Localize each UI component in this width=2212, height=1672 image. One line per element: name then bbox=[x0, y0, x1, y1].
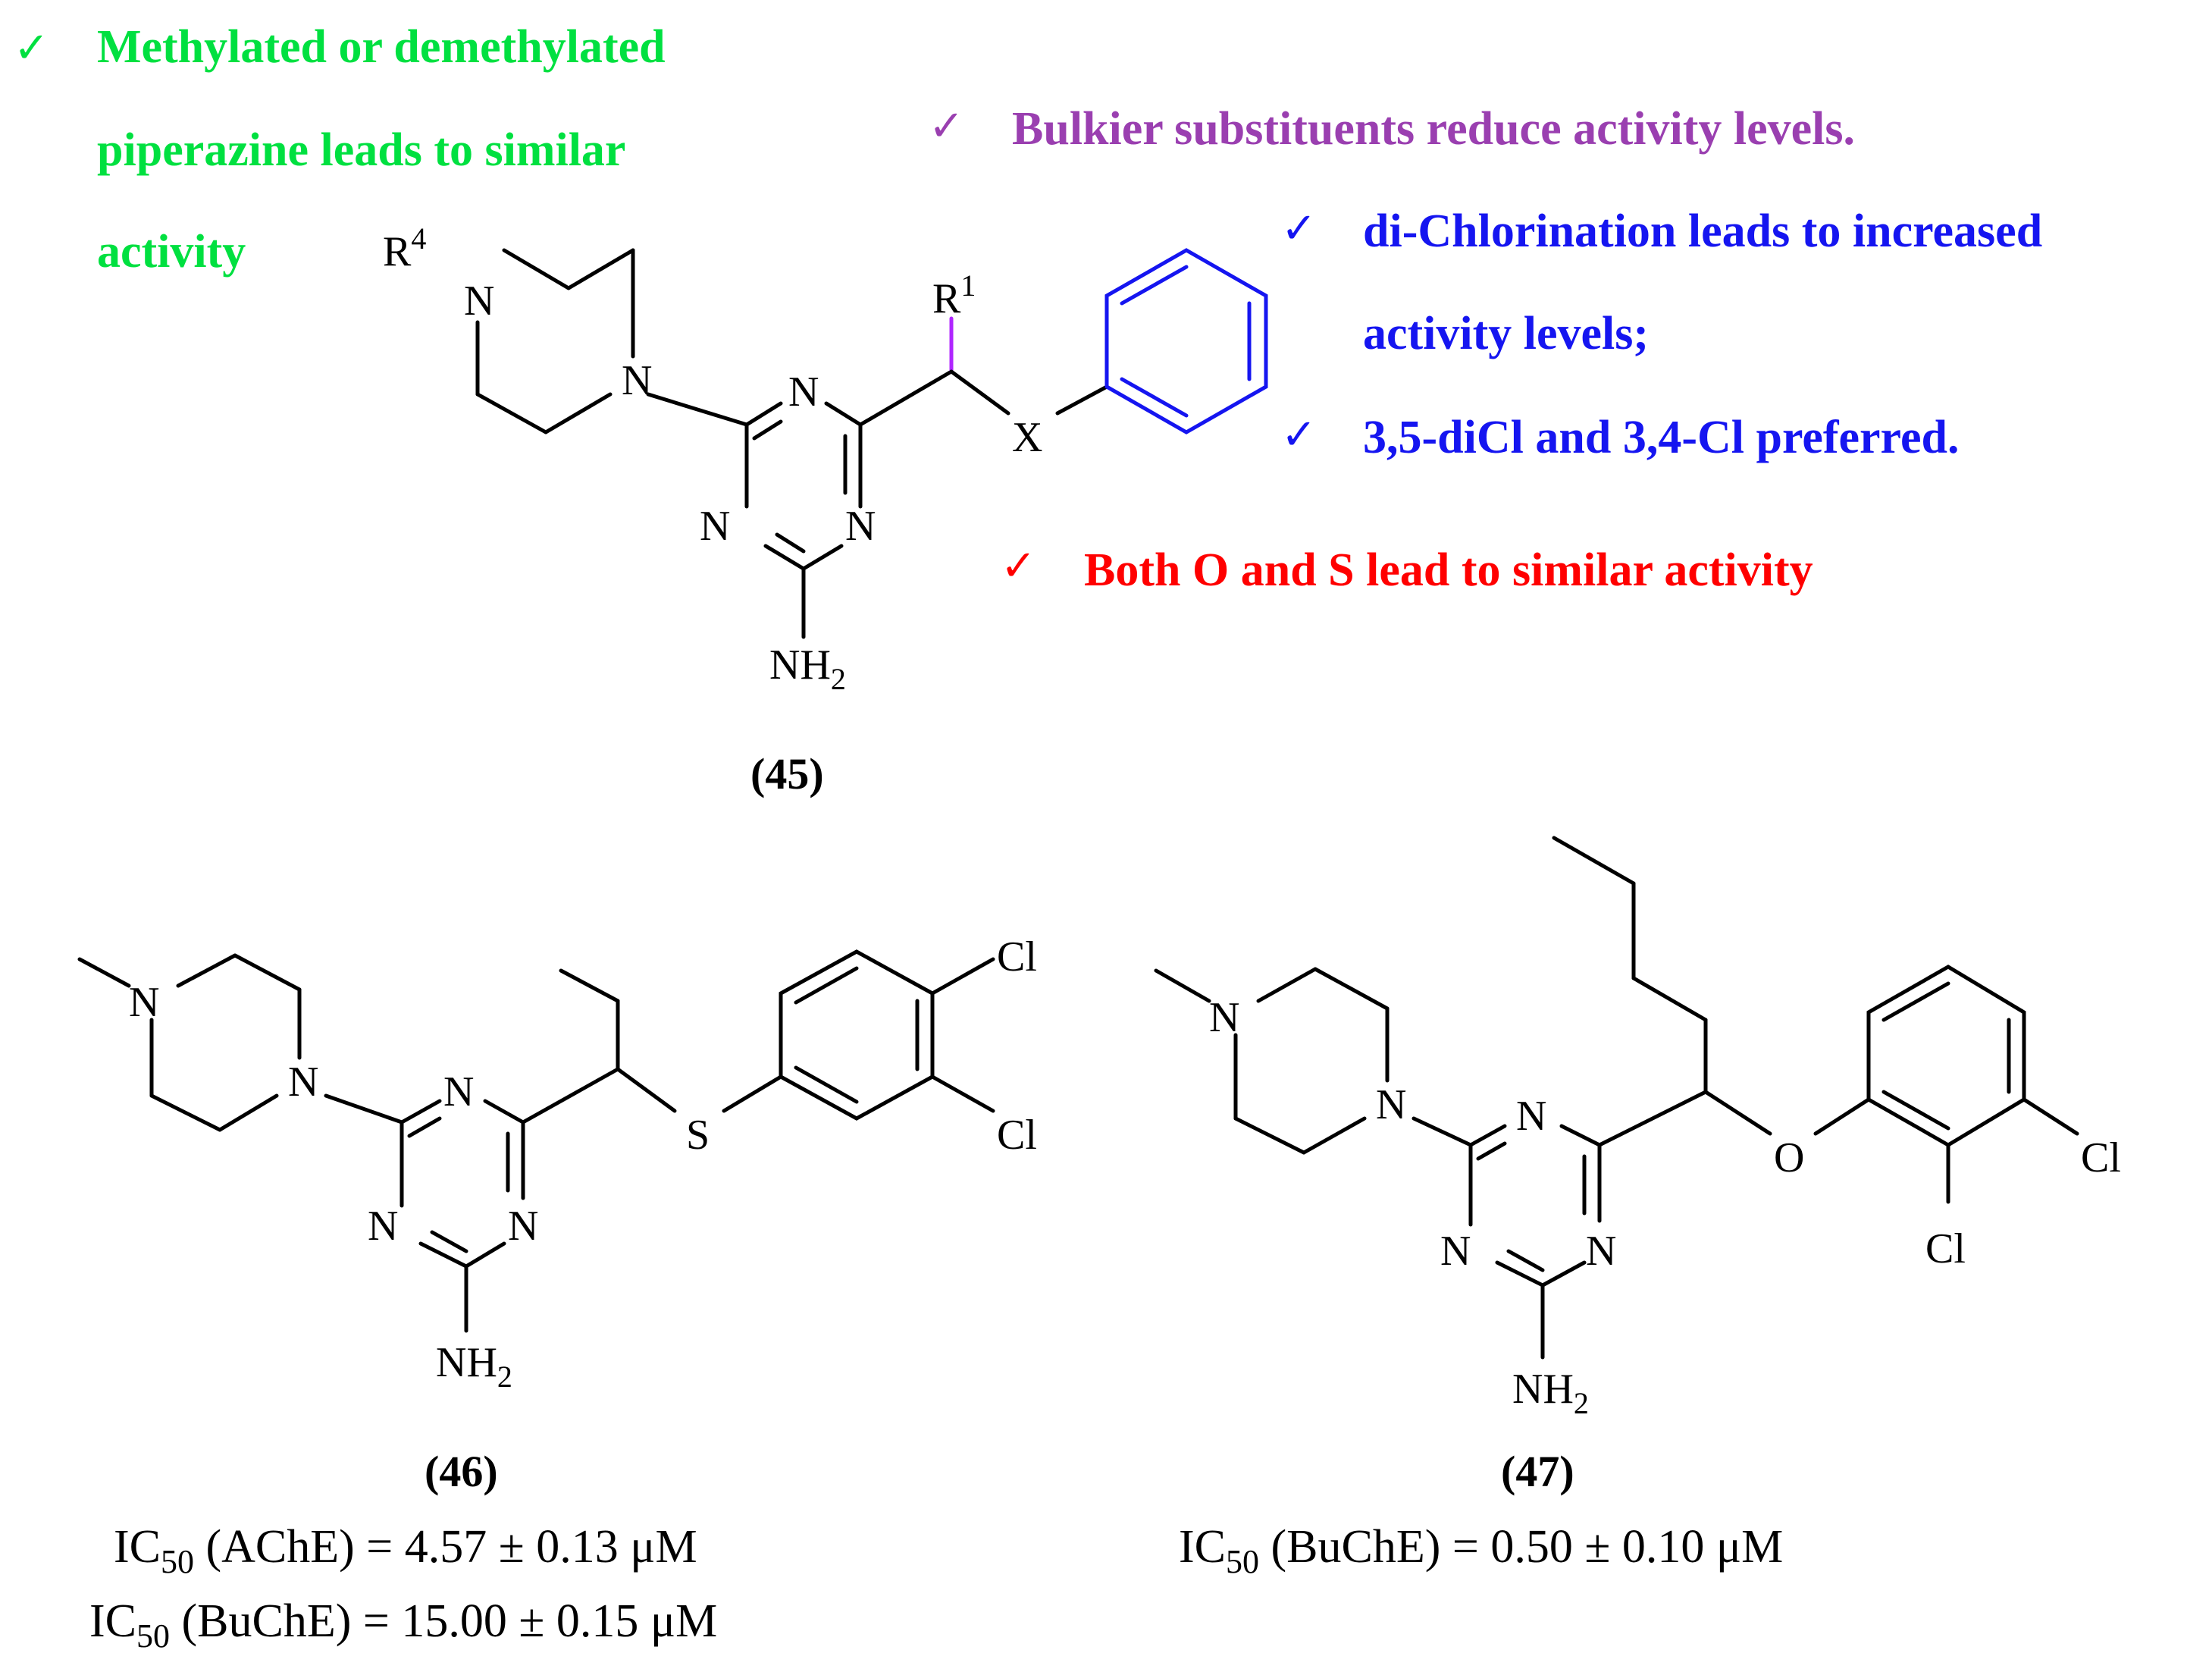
atom-n-methyl-47: N bbox=[1209, 994, 1239, 1041]
compound-label-46: (46) bbox=[425, 1447, 498, 1496]
atom-n-tri1-46: N bbox=[443, 1068, 474, 1115]
triazine-ring-46 bbox=[399, 1099, 525, 1333]
atom-n-tri2-45: N bbox=[700, 503, 730, 550]
note-red-o-s: ✓ Both O and S lead to similar activity bbox=[1001, 541, 1813, 596]
phenyl-ring-46 bbox=[779, 949, 935, 1121]
atom-n-tri3-45: N bbox=[845, 503, 876, 550]
check-mark-icon: ✓ bbox=[1281, 204, 1317, 253]
ic50-ache-46: IC50 (AChE) = 4.57 ± 0.13 μM bbox=[114, 1521, 697, 1580]
piperazine-ring-46 bbox=[149, 953, 302, 1132]
atom-n-tri1-47: N bbox=[1516, 1093, 1546, 1140]
check-mark-icon: ✓ bbox=[1281, 410, 1317, 460]
piperazine-ring-45 bbox=[475, 248, 635, 434]
atom-n-pip-47: N bbox=[1376, 1081, 1406, 1128]
ic50-buche-46: IC50 (BuChE) = 15.00 ± 0.15 μM bbox=[89, 1595, 717, 1655]
atom-n-tri3-47: N bbox=[1586, 1228, 1616, 1275]
atom-n-tri2-47: N bbox=[1440, 1228, 1471, 1275]
atom-n-methyl-46: N bbox=[129, 979, 159, 1026]
note-red-text: Both O and S lead to similar activity bbox=[1084, 544, 1813, 596]
phenyl-ring-47 bbox=[1866, 965, 2026, 1147]
atom-nh2-46: NH2 bbox=[436, 1339, 512, 1394]
atom-cl1-47: Cl bbox=[2081, 1134, 2121, 1181]
check-mark-icon: ✓ bbox=[14, 24, 49, 73]
atom-r1-45: R1 bbox=[932, 268, 976, 322]
atom-n-r4-45: N bbox=[464, 278, 494, 325]
note-green-line2: piperazine leads to similar bbox=[97, 124, 625, 176]
note-purple-text: Bulkier substituents reduce activity lev… bbox=[1012, 103, 1855, 155]
note-blue1-line2: activity levels; bbox=[1363, 308, 1649, 359]
ic50-buche-47: IC50 (BuChE) = 0.50 ± 0.10 μM bbox=[1179, 1521, 1783, 1580]
note-green-piperazine: ✓ Methylated or demethylated piperazine … bbox=[14, 21, 666, 278]
atom-nh2-45: NH2 bbox=[769, 642, 846, 696]
triazine-ring-47 bbox=[1468, 1124, 1602, 1360]
atom-n-tri2-46: N bbox=[368, 1203, 398, 1250]
compound-label-47: (47) bbox=[1501, 1447, 1574, 1496]
note-green-line1: Methylated or demethylated bbox=[97, 21, 666, 73]
note-blue1-line1: di-Chlorination leads to increased bbox=[1363, 205, 2042, 257]
piperazine-ring-47 bbox=[1233, 967, 1390, 1155]
structure-46: N N N N N S Cl Cl NH2 (46) IC50 (AChE) =… bbox=[77, 933, 1037, 1655]
check-mark-icon: ✓ bbox=[929, 102, 964, 151]
atom-x-45: X bbox=[1012, 414, 1042, 461]
atom-nh2-47: NH2 bbox=[1512, 1366, 1589, 1420]
note-green-line3: activity bbox=[97, 226, 246, 278]
compound-label-45: (45) bbox=[750, 749, 824, 798]
atom-cl2-46: Cl bbox=[997, 1112, 1037, 1159]
atom-n-pip-46: N bbox=[288, 1059, 318, 1106]
atom-r4-45: R4 bbox=[383, 221, 426, 275]
check-mark-icon: ✓ bbox=[1001, 541, 1036, 591]
note-purple-bulkier: ✓ Bulkier substituents reduce activity l… bbox=[929, 102, 1855, 155]
triazine-ring-45 bbox=[744, 401, 863, 639]
atom-cl2-47: Cl bbox=[1925, 1225, 1966, 1272]
phenyl-ring-45 bbox=[1104, 248, 1268, 434]
atom-s-46: S bbox=[686, 1112, 710, 1159]
note-blue2-text: 3,5-diCl and 3,4-Cl preferred. bbox=[1363, 412, 1959, 463]
atom-o-47: O bbox=[1774, 1134, 1804, 1181]
atom-n-tri3-46: N bbox=[508, 1203, 538, 1250]
note-blue-chlorination: ✓ di-Chlorination leads to increased act… bbox=[1281, 204, 2042, 463]
atom-cl1-46: Cl bbox=[997, 933, 1037, 980]
structure-47: N N N N N O Cl Cl NH2 (47) IC50 (BuChE) … bbox=[1154, 836, 2121, 1580]
structure-45: R4 N N N N N R1 X NH2 (45) bbox=[383, 221, 1268, 798]
atom-n-tri1-45: N bbox=[788, 369, 819, 416]
atom-n-pip-45: N bbox=[622, 357, 652, 404]
